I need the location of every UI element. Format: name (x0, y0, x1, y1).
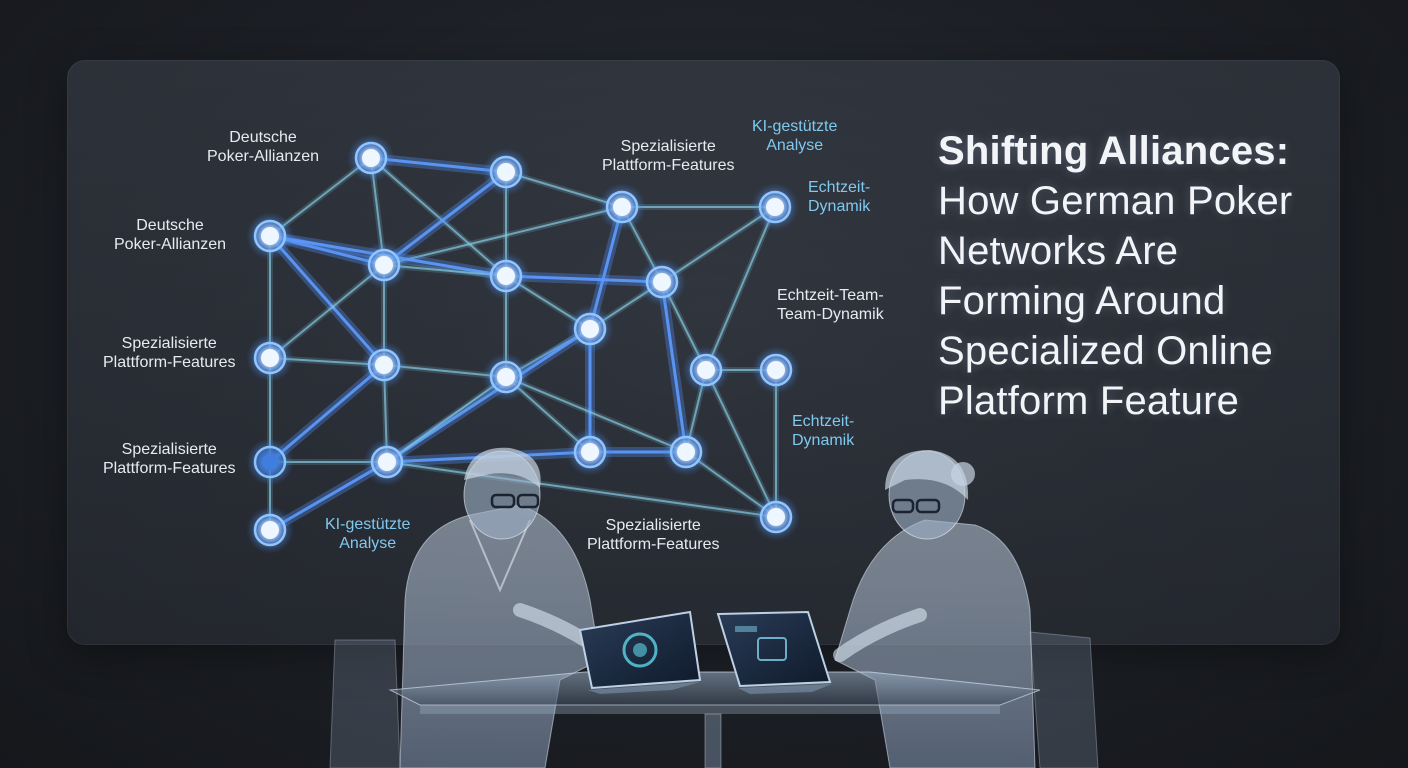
network-node (662, 428, 710, 476)
person-male-icon (399, 447, 607, 768)
network-edge (505, 376, 687, 453)
label-echtzeit-team-dynamik: Echtzeit-Team-Team-Dynamik (777, 287, 884, 323)
chair-right (1029, 631, 1099, 768)
network-node (363, 438, 411, 486)
chair-left (329, 639, 401, 768)
network-node (752, 346, 800, 394)
network-node (482, 148, 530, 196)
network-node (482, 353, 530, 401)
network-edge (386, 461, 777, 518)
network-node (360, 241, 408, 289)
headline: Shifting Alliances: How German Poker Net… (938, 126, 1328, 426)
network-edge (268, 235, 386, 366)
network-node (360, 341, 408, 389)
network-node (246, 212, 294, 260)
network-node (482, 252, 530, 300)
network-node (682, 346, 730, 394)
network-edge (370, 157, 507, 277)
network-node (751, 183, 799, 231)
network-node (246, 438, 294, 486)
network-edge (269, 363, 385, 464)
tablet-icon (716, 610, 832, 694)
label-echtzeit-dynamik-2: Echtzeit-Dynamik (792, 413, 855, 449)
network-node (752, 493, 800, 541)
network-node (246, 334, 294, 382)
headline-bold: Shifting Alliances: (938, 129, 1290, 173)
label-echtzeit-dynamik-1: Echtzeit-Dynamik (808, 179, 871, 215)
network-edge (505, 274, 663, 284)
headline-rest: How German Poker Networks Are Forming Ar… (938, 179, 1293, 423)
network-node (638, 258, 686, 306)
tablet-icon (578, 610, 702, 694)
network-edge (383, 170, 507, 267)
person-female-icon (833, 450, 1036, 768)
network-edge (705, 206, 776, 371)
network-edge (383, 206, 623, 266)
network-edge (660, 281, 688, 453)
network-edge (705, 369, 777, 518)
network-node (347, 134, 395, 182)
network-node (566, 305, 614, 353)
network-edge (386, 376, 507, 463)
network-edge (269, 264, 385, 359)
network-edge (386, 327, 591, 464)
network-node (566, 428, 614, 476)
network-node (246, 506, 294, 554)
table (388, 671, 1041, 768)
network-node (598, 183, 646, 231)
